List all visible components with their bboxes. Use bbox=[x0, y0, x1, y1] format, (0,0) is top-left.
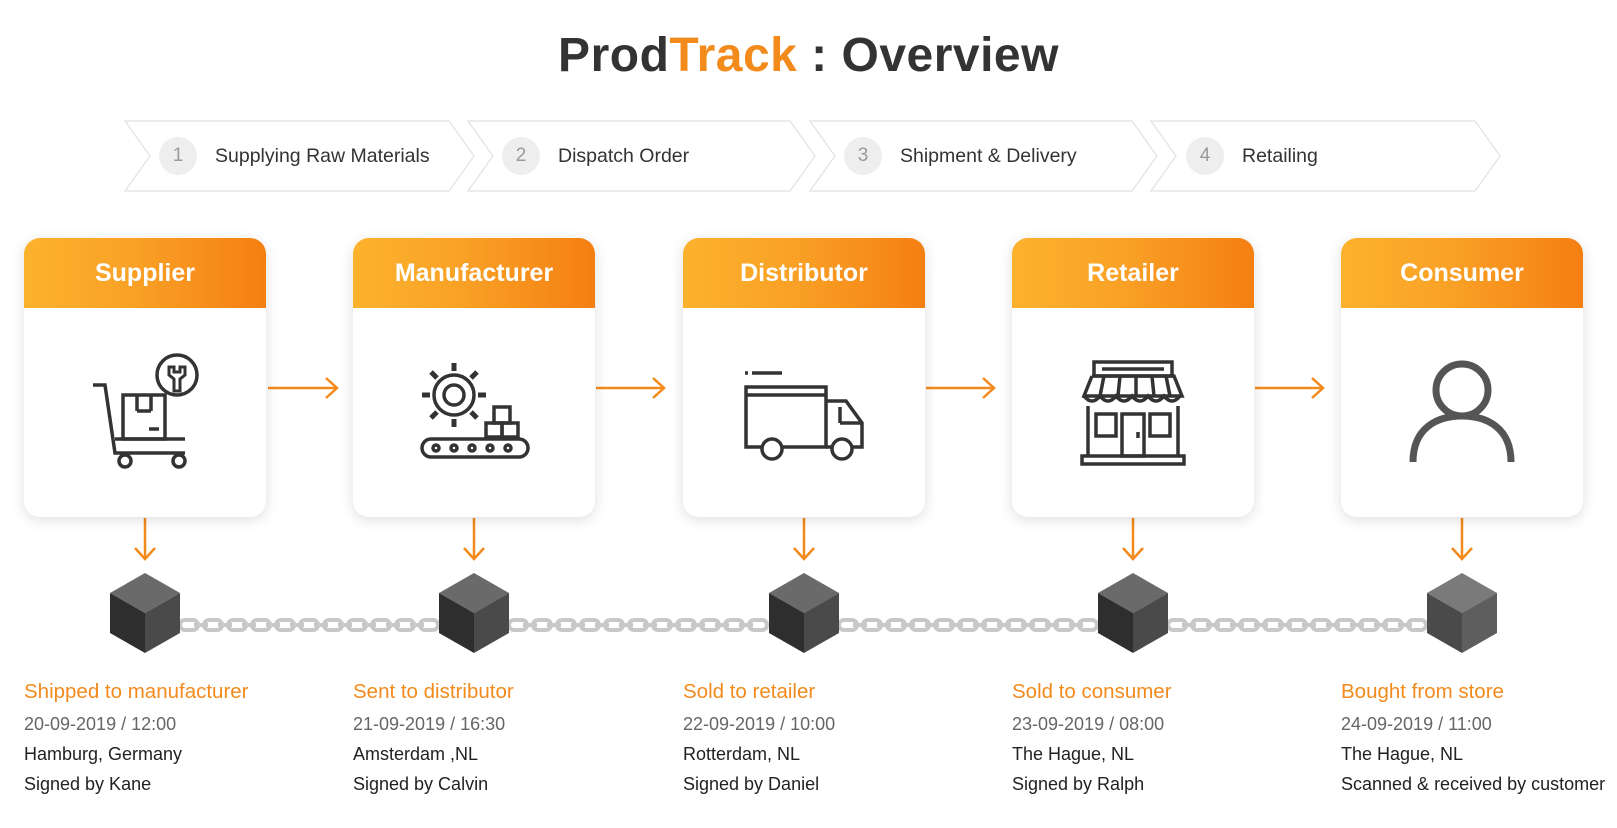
page-title: ProdTrack : Overview bbox=[0, 28, 1617, 83]
stage-card-distributor: Distributor bbox=[683, 238, 925, 517]
event-title: Sold to retailer bbox=[683, 680, 816, 703]
event-datetime: 23-09-2019 / 08:00 bbox=[1012, 714, 1165, 734]
step-number: 4 bbox=[1186, 137, 1224, 175]
event-title: Shipped to manufacturer bbox=[24, 680, 249, 703]
block-cube-icon bbox=[769, 573, 839, 653]
event-location: The Hague, NL bbox=[1012, 744, 1135, 764]
step-label: Supplying Raw Materials bbox=[215, 144, 430, 167]
event-datetime: 24-09-2019 / 11:00 bbox=[1341, 714, 1492, 734]
event-location: Amsterdam ,NL bbox=[353, 744, 479, 764]
arrow-right-head bbox=[652, 377, 666, 399]
supply-cart-wrench-icon bbox=[24, 308, 266, 517]
event-location: The Hague, NL bbox=[1341, 744, 1464, 764]
down-arrows bbox=[134, 518, 1473, 561]
step-label: Retailing bbox=[1242, 144, 1318, 167]
person-icon bbox=[1341, 308, 1583, 517]
event-title: Bought from store bbox=[1341, 680, 1504, 703]
chain-link bbox=[418, 618, 440, 632]
step-shipment-delivery: 3 Shipment & Delivery bbox=[844, 121, 1077, 191]
chain-links bbox=[178, 618, 1428, 632]
horizontal-arrows bbox=[268, 377, 1325, 399]
block-cube-icon bbox=[110, 573, 180, 653]
stage-card-manufacturer: Manufacturer bbox=[353, 238, 595, 517]
arrow-down-head bbox=[1451, 547, 1473, 561]
arrow-down-head bbox=[463, 547, 485, 561]
storefront-icon bbox=[1012, 308, 1254, 517]
block-cube-icon bbox=[1427, 573, 1497, 653]
arrow-down-head bbox=[793, 547, 815, 561]
arrow-down-head bbox=[1122, 547, 1144, 561]
stage-card-consumer: Consumer bbox=[1341, 238, 1583, 517]
stage-card-retailer: Retailer bbox=[1012, 238, 1254, 517]
stage-title: Manufacturer bbox=[353, 238, 595, 308]
arrow-right-head bbox=[1311, 377, 1325, 399]
stage-title: Consumer bbox=[1341, 238, 1583, 308]
delivery-truck-icon bbox=[683, 308, 925, 517]
event-signature: Signed by Kane bbox=[24, 774, 152, 794]
stage-title: Supplier bbox=[24, 238, 266, 308]
title-track: Track bbox=[669, 29, 798, 82]
stage-card-supplier: Supplier bbox=[24, 238, 266, 517]
event-location: Hamburg, Germany bbox=[24, 744, 183, 764]
event-signature: Scanned & received by customer bbox=[1341, 774, 1606, 794]
block-cube-icon bbox=[439, 573, 509, 653]
step-number: 3 bbox=[844, 137, 882, 175]
arrow-right-head bbox=[325, 377, 339, 399]
event-sent-to-distributor: Sent to distributor 21-09-2019 / 16:30 A… bbox=[353, 680, 514, 795]
event-sold-to-retailer: Sold to retailer 22-09-2019 / 10:00 Rott… bbox=[683, 680, 835, 795]
event-bought-from-store: Bought from store 24-09-2019 / 11:00 The… bbox=[1341, 680, 1605, 795]
event-title: Sold to consumer bbox=[1012, 680, 1172, 703]
step-retailing: 4 Retailing bbox=[1186, 121, 1318, 191]
title-prod: Prod bbox=[558, 29, 670, 82]
event-datetime: 20-09-2019 / 12:00 bbox=[24, 714, 177, 734]
step-supplying-raw-materials: 1 Supplying Raw Materials bbox=[159, 121, 430, 191]
event-shipped-to-manufacturer: Shipped to manufacturer 20-09-2019 / 12:… bbox=[24, 680, 249, 795]
event-location: Rotterdam, NL bbox=[683, 744, 801, 764]
event-signature: Signed by Daniel bbox=[683, 774, 820, 794]
stage-title: Distributor bbox=[683, 238, 925, 308]
block-cube-icon bbox=[1098, 573, 1168, 653]
event-signature: Signed by Ralph bbox=[1012, 774, 1145, 794]
blockchain-blocks bbox=[110, 573, 1497, 653]
chain-link bbox=[1406, 618, 1428, 632]
step-number: 2 bbox=[502, 137, 540, 175]
arrow-down-head bbox=[134, 547, 156, 561]
stage-title: Retailer bbox=[1012, 238, 1254, 308]
gear-conveyor-icon bbox=[353, 308, 595, 517]
event-signature: Signed by Calvin bbox=[353, 774, 489, 794]
step-number: 1 bbox=[159, 137, 197, 175]
step-label: Shipment & Delivery bbox=[900, 144, 1077, 167]
chain-link bbox=[747, 618, 769, 632]
event-title: Sent to distributor bbox=[353, 680, 514, 703]
step-label: Dispatch Order bbox=[558, 144, 690, 167]
arrow-right-head bbox=[982, 377, 996, 399]
chain-link bbox=[1077, 618, 1099, 632]
event-datetime: 21-09-2019 / 16:30 bbox=[353, 714, 506, 734]
event-datetime: 22-09-2019 / 10:00 bbox=[683, 714, 836, 734]
title-overview: : Overview bbox=[797, 29, 1059, 82]
step-dispatch-order: 2 Dispatch Order bbox=[502, 121, 689, 191]
event-sold-to-consumer: Sold to consumer 23-09-2019 / 08:00 The … bbox=[1012, 680, 1172, 795]
